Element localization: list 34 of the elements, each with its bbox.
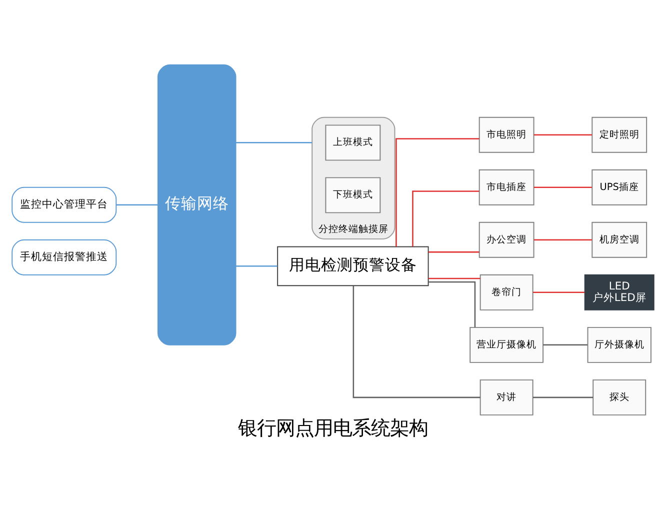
node-box: 探头: [592, 379, 646, 416]
node-box: 机房空调: [592, 222, 648, 258]
connector: [116, 204, 158, 206]
connector: [533, 292, 585, 294]
connector: [236, 266, 278, 267]
connector: [428, 281, 476, 328]
node-box: 市电照明: [478, 116, 534, 153]
connector: [534, 134, 592, 136]
connector: [534, 239, 592, 241]
connector: [396, 138, 480, 247]
connector: [236, 142, 312, 144]
node-box: LED 户外LED屏: [584, 274, 654, 310]
connector: [428, 251, 480, 253]
node-box: 定时照明: [592, 116, 648, 153]
node-box: 营业厅摄像机: [470, 326, 544, 363]
node-box: 对讲: [480, 379, 534, 416]
node-box: 监控中心管理平台: [12, 186, 117, 223]
connector: [543, 344, 588, 346]
node-box: 传输网络: [157, 64, 236, 346]
node-box: 用电检测预警设备: [277, 246, 429, 286]
node-box: 上班模式: [325, 124, 381, 161]
node-box: 下班模式: [325, 177, 381, 214]
connector: [534, 186, 592, 188]
connector: [352, 286, 480, 398]
node-box: UPS插座: [592, 169, 648, 206]
node-box: 手机短信报警推送: [12, 239, 117, 276]
connector: [428, 278, 480, 280]
node-box: 办公空调: [478, 222, 534, 258]
connector: [533, 396, 594, 398]
node-box: 厅外摄像机: [587, 326, 652, 363]
node-box: 市电插座: [478, 169, 534, 206]
caption: 银行网点用电系统架构: [238, 416, 428, 440]
node-box: 卷帘门: [480, 274, 534, 310]
connector: [412, 190, 480, 246]
